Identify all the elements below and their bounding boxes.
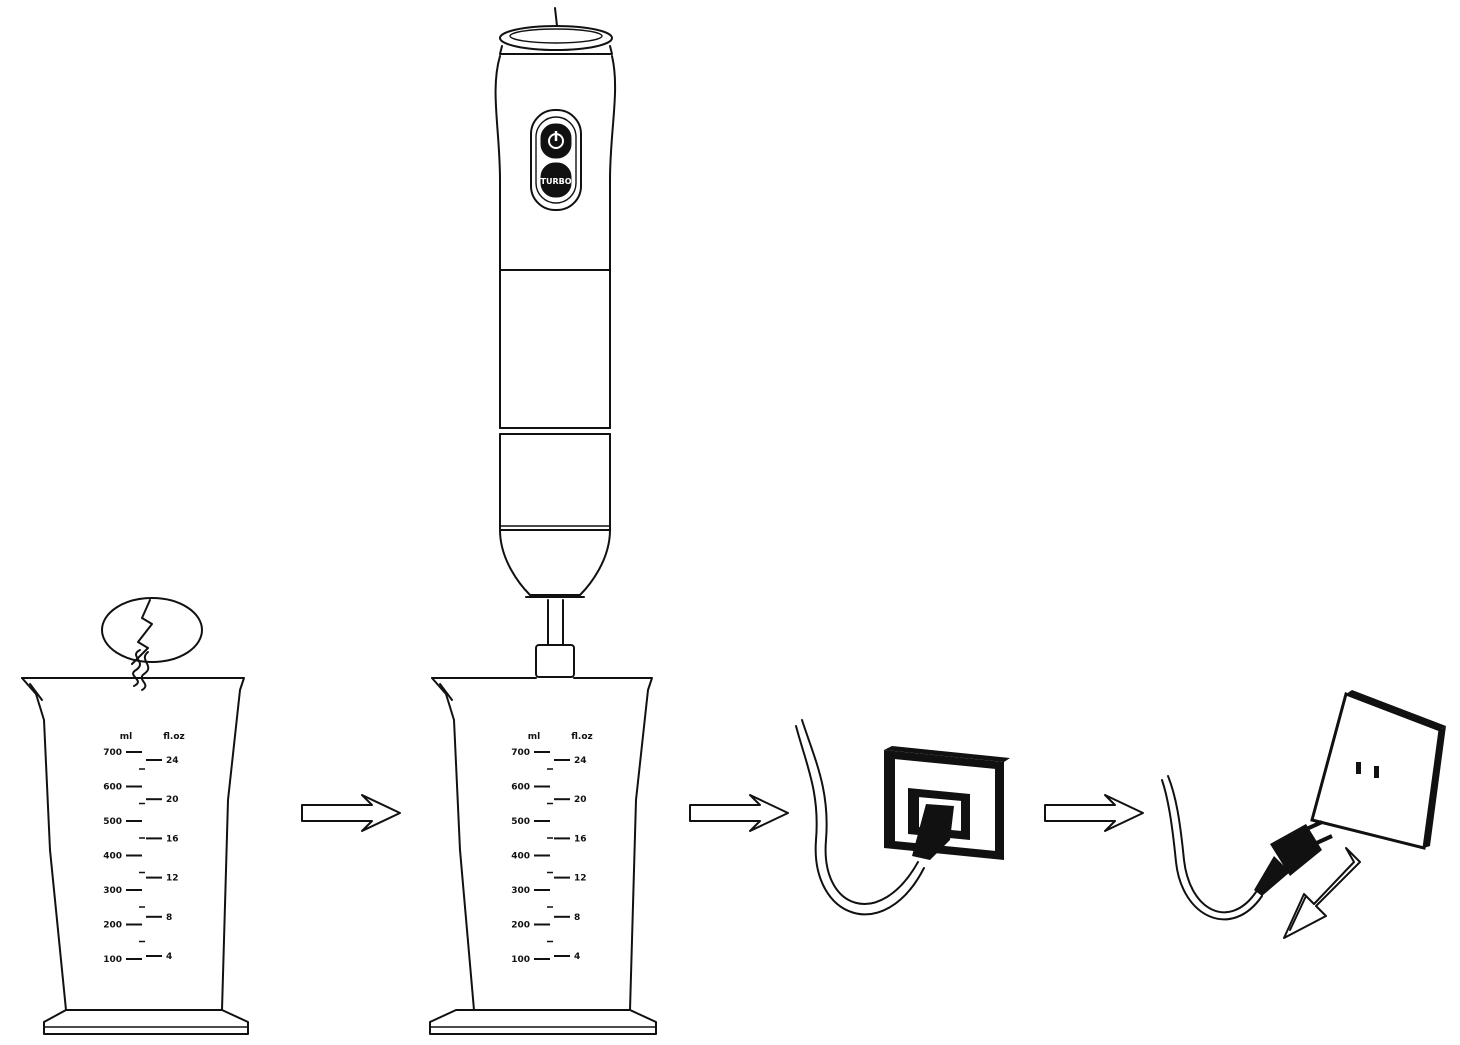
step-3-plug-in-socket bbox=[795, 719, 1010, 916]
step-4-unplug bbox=[1161, 690, 1446, 939]
turbo-button[interactable]: TURBO bbox=[540, 162, 572, 198]
scale-ml-label: 600 bbox=[511, 783, 530, 793]
scale-ml-label: 500 bbox=[103, 817, 122, 827]
scale-ml-label: 600 bbox=[103, 783, 122, 793]
power-button[interactable] bbox=[540, 123, 572, 159]
arrow-right-icon bbox=[301, 794, 401, 832]
scale-2: ml fl.oz 700 600 500 400 300 200 100 24 20 16 12 8 4 bbox=[511, 732, 593, 965]
scale-ml-label: 700 bbox=[103, 748, 122, 758]
scale-oz-label: 12 bbox=[574, 874, 587, 884]
blender-shaft bbox=[535, 599, 575, 678]
blender-top-cap bbox=[499, 25, 613, 55]
wall-socket-icon bbox=[1310, 690, 1446, 850]
scale-oz-label: 4 bbox=[166, 952, 172, 962]
scale-unit-floz: fl.oz bbox=[571, 732, 593, 742]
scale-ml-label: 200 bbox=[103, 921, 122, 931]
scale-ml-label: 500 bbox=[511, 817, 530, 827]
control-panel: TURBO bbox=[530, 109, 582, 211]
scale-oz-label: 20 bbox=[574, 795, 587, 805]
scale-oz-label: 24 bbox=[166, 756, 179, 766]
unplug-arrow-icon bbox=[1283, 847, 1361, 939]
scale-oz-label: 24 bbox=[574, 756, 587, 766]
scale-ml-label: 200 bbox=[511, 921, 530, 931]
measuring-beaker-2 bbox=[429, 677, 657, 1035]
plug-socket-icon bbox=[795, 719, 1010, 916]
scale-oz-label: 20 bbox=[166, 795, 179, 805]
step-2-blender-in-beaker: TURBO ml fl.oz 700 600 500 400 300 200 100 bbox=[429, 7, 657, 1035]
scale-oz-label: 8 bbox=[166, 913, 172, 923]
measuring-beaker-1 bbox=[21, 677, 249, 1035]
arrow-right-icon bbox=[689, 794, 789, 832]
step-1-beaker-with-egg: ml fl.oz 700 600 500 400 300 200 100 24 20 16 12 8 4 bbox=[21, 597, 249, 1035]
scale-oz-label: 16 bbox=[166, 834, 179, 844]
blender-motor-body bbox=[499, 269, 611, 598]
plug-icon bbox=[1161, 775, 1333, 921]
scale-unit-ml: ml bbox=[120, 732, 132, 742]
scale-ml-label: 400 bbox=[103, 852, 122, 862]
scale-ml-label: 300 bbox=[511, 886, 530, 896]
scale-oz-label: 16 bbox=[574, 834, 587, 844]
scale-unit-floz: fl.oz bbox=[163, 732, 185, 742]
turbo-label: TURBO bbox=[540, 177, 571, 186]
scale-ml-label: 300 bbox=[103, 886, 122, 896]
scale-ml-label: 400 bbox=[511, 852, 530, 862]
egg-icon bbox=[101, 597, 203, 691]
arrow-right-icon bbox=[1044, 794, 1144, 832]
scale-ml-label: 100 bbox=[103, 955, 122, 965]
scale-ml-label: 700 bbox=[511, 748, 530, 758]
scale-oz-label: 8 bbox=[574, 913, 580, 923]
scale-ml-label: 100 bbox=[511, 955, 530, 965]
scale-oz-label: 4 bbox=[574, 952, 580, 962]
scale-unit-ml: ml bbox=[528, 732, 540, 742]
power-icon bbox=[548, 131, 564, 149]
scale-oz-label: 12 bbox=[166, 874, 179, 884]
scale-1: ml fl.oz 700 600 500 400 300 200 100 24 20 16 12 8 4 bbox=[103, 732, 185, 965]
